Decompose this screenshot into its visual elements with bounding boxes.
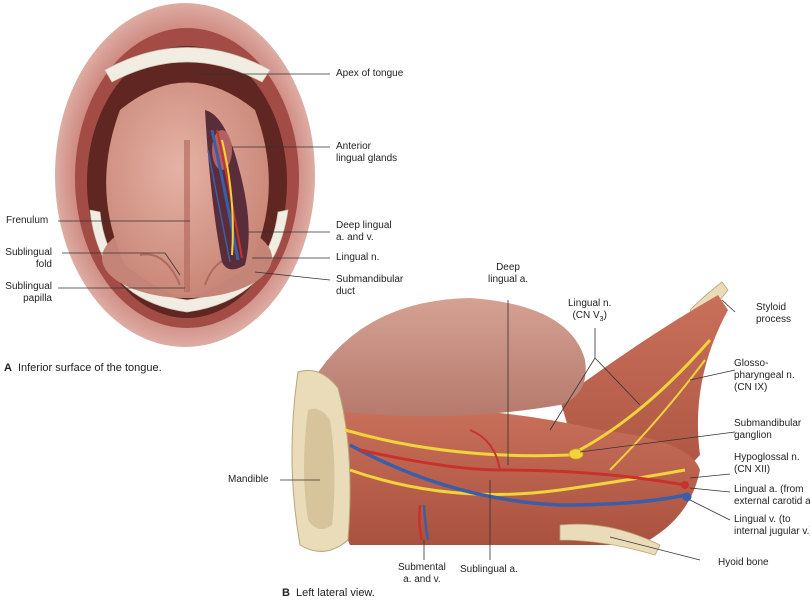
label-line: lingual a. — [488, 274, 529, 285]
label-hyoid-bone: Hyoid bone — [718, 557, 769, 568]
label-anterior-lingual-glands: Anterior lingual glands — [336, 141, 397, 165]
caption-text: Inferior surface of the tongue. — [17, 362, 162, 374]
label-lingual-n-cn-v3: Lingual n. (CN V3) — [568, 298, 611, 326]
label-line: ganglion — [734, 430, 772, 441]
label-deep-lingual-a: Deep lingual a. — [488, 262, 528, 286]
label-line: Deep lingual — [336, 220, 392, 231]
figure-a-mouth — [55, 3, 315, 347]
label-line: (CN XII) — [734, 464, 771, 475]
label-line: Lingual v. (to — [734, 514, 791, 525]
label-line: fold — [35, 259, 52, 270]
label-line: Submental — [398, 562, 446, 573]
label-hypoglossal-n: Hypoglossal n. (CN XII) — [734, 452, 800, 476]
caption-letter: A — [4, 362, 12, 374]
label-line: external carotid a.) — [734, 496, 810, 507]
label-line: duct — [336, 286, 355, 297]
label-sublingual-fold: Sublingual fold — [4, 247, 52, 271]
label-sublingual-papilla: Sublingual papilla — [4, 281, 52, 305]
label-line: (CN V3) — [572, 310, 607, 323]
label-submandibular-duct: Submandibular duct — [336, 274, 403, 298]
label-line: Sublingual — [5, 247, 52, 258]
label-line: Lingual a. (from — [734, 484, 804, 495]
label-submental-a-and-v: Submental a. and v. — [398, 562, 446, 586]
caption-letter: B — [282, 587, 290, 599]
label-glossopharyngeal-n: Glosso- pharyngeal n. (CN IX) — [734, 358, 795, 394]
label-line: Deep — [496, 262, 520, 273]
label-lingual-v: Lingual v. (to internal jugular v.) — [734, 514, 810, 538]
label-line: Submandibular — [734, 418, 802, 429]
label-line: papilla — [23, 293, 52, 304]
label-line: a. and v. — [336, 232, 374, 243]
caption-a: A Inferior surface of the tongue. — [4, 362, 162, 374]
label-line: Styloid — [756, 302, 787, 313]
figure-b-dissection — [291, 281, 729, 556]
label-lingual-a: Lingual a. (from external carotid a.) — [734, 484, 810, 508]
label-apex-of-tongue: Apex of tongue — [336, 68, 404, 79]
label-deep-lingual-a-and-v: Deep lingual a. and v. — [336, 220, 392, 244]
label-line: Submandibular — [336, 274, 404, 285]
label-line: Anterior — [336, 141, 372, 152]
caption-text: Left lateral view. — [295, 587, 375, 599]
label-line: Hypoglossal n. — [734, 452, 800, 463]
label-mandible: Mandible — [228, 474, 269, 485]
label-sublingual-a: Sublingual a. — [460, 564, 518, 575]
label-line: pharyngeal n. — [734, 370, 795, 381]
label-line: process — [756, 314, 792, 325]
label-line: Lingual n. — [568, 298, 612, 309]
label-styloid-process: Styloid process — [756, 302, 791, 326]
label-line: Sublingual — [5, 281, 52, 292]
label-line: lingual glands — [336, 153, 398, 164]
label-frenulum: Frenulum — [6, 215, 49, 226]
figure-a-leaders — [58, 73, 331, 289]
label-line: a. and v. — [403, 574, 441, 585]
label-line: Glosso- — [734, 358, 769, 369]
caption-b: B Left lateral view. — [282, 587, 375, 599]
label-line: (CN IX) — [734, 382, 768, 393]
label-submandibular-ganglion: Submandibular ganglion — [734, 418, 801, 442]
label-line: internal jugular v.) — [734, 526, 810, 537]
figure-b-leaders — [280, 299, 736, 561]
label-lingual-n: Lingual n. — [336, 252, 380, 263]
